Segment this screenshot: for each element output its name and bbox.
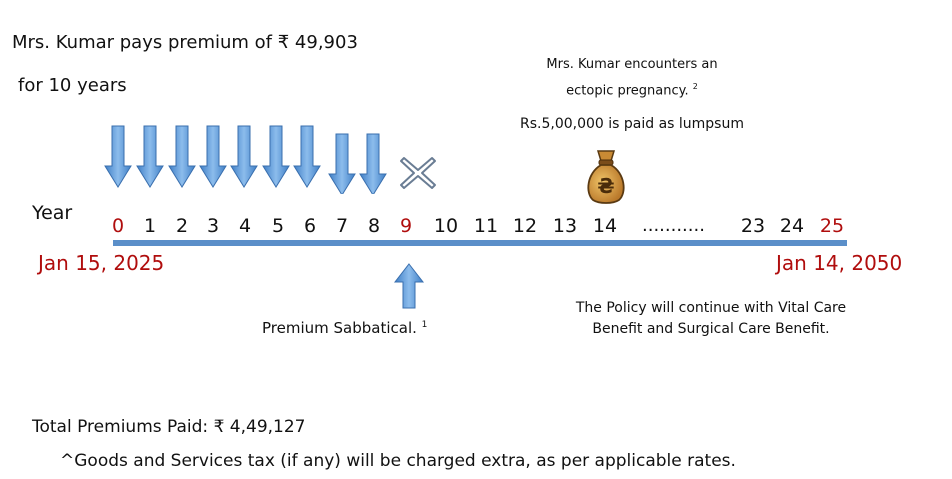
down-arrow-icon: [199, 125, 227, 188]
year-tick-0: 0: [111, 215, 125, 237]
year-tick-13: 13: [552, 215, 578, 237]
policy-continuation-text: The Policy will continue with Vital Care…: [575, 300, 847, 337]
cross-icon: [400, 157, 436, 189]
year-axis-label: Year: [32, 202, 73, 224]
down-arrow-icon: [168, 125, 196, 188]
down-arrow-icon: [293, 125, 321, 188]
year-tick-7: 7: [335, 215, 349, 237]
timeline-ellipsis: ...........: [642, 215, 705, 236]
year-tick-23: 23: [740, 215, 766, 237]
year-tick-4: 4: [238, 215, 252, 237]
down-arrow-icon: [104, 125, 132, 188]
year-tick-14: 14: [592, 215, 618, 237]
footnote-2: 2: [692, 82, 698, 91]
premium-arrows: [104, 125, 387, 194]
start-date: Jan 15, 2025: [38, 251, 165, 275]
total-premiums-text: Total Premiums Paid: ₹ 4,49,127: [32, 417, 306, 437]
premium-duration-text: for 10 years: [18, 75, 127, 96]
year-tick-24: 24: [779, 215, 805, 237]
gst-note: ^Goods and Services tax (if any) will be…: [60, 451, 736, 471]
up-arrow-icon: [393, 263, 425, 309]
year-tick-6: 6: [303, 215, 317, 237]
premium-sabbatical-label: Premium Sabbatical. 1: [262, 319, 428, 337]
premium-amount-text: Mrs. Kumar pays premium of ₹ 49,903: [12, 32, 358, 53]
year-tick-1: 1: [143, 215, 157, 237]
svg-text:₴: ₴: [597, 174, 614, 198]
year-tick-12: 12: [512, 215, 538, 237]
down-arrow-icon: [359, 133, 387, 194]
year-tick-8: 8: [367, 215, 381, 237]
footnote-1: 1: [421, 320, 428, 330]
timeline-line: [113, 240, 847, 246]
event-note: Mrs. Kumar encounters an ectopic pregnan…: [482, 54, 782, 102]
year-tick-11: 11: [473, 215, 499, 237]
down-arrow-icon: [328, 133, 356, 194]
down-arrow-icon: [262, 125, 290, 188]
year-tick-9: 9: [399, 215, 413, 237]
lumpsum-payout-text: Rs.5,00,000 is paid as lumpsum: [519, 116, 744, 132]
year-tick-3: 3: [206, 215, 220, 237]
down-arrow-icon: [230, 125, 258, 188]
year-tick-25: 25: [819, 215, 845, 237]
year-tick-5: 5: [271, 215, 285, 237]
down-arrow-icon: [136, 125, 164, 188]
end-date: Jan 14, 2050: [776, 251, 903, 275]
year-tick-10: 10: [433, 215, 459, 237]
event-note-line2: ectopic pregnancy. 2: [566, 82, 698, 99]
event-note-line1: Mrs. Kumar encounters an: [546, 57, 718, 72]
money-bag-icon: ₴: [587, 150, 625, 204]
year-tick-2: 2: [175, 215, 189, 237]
